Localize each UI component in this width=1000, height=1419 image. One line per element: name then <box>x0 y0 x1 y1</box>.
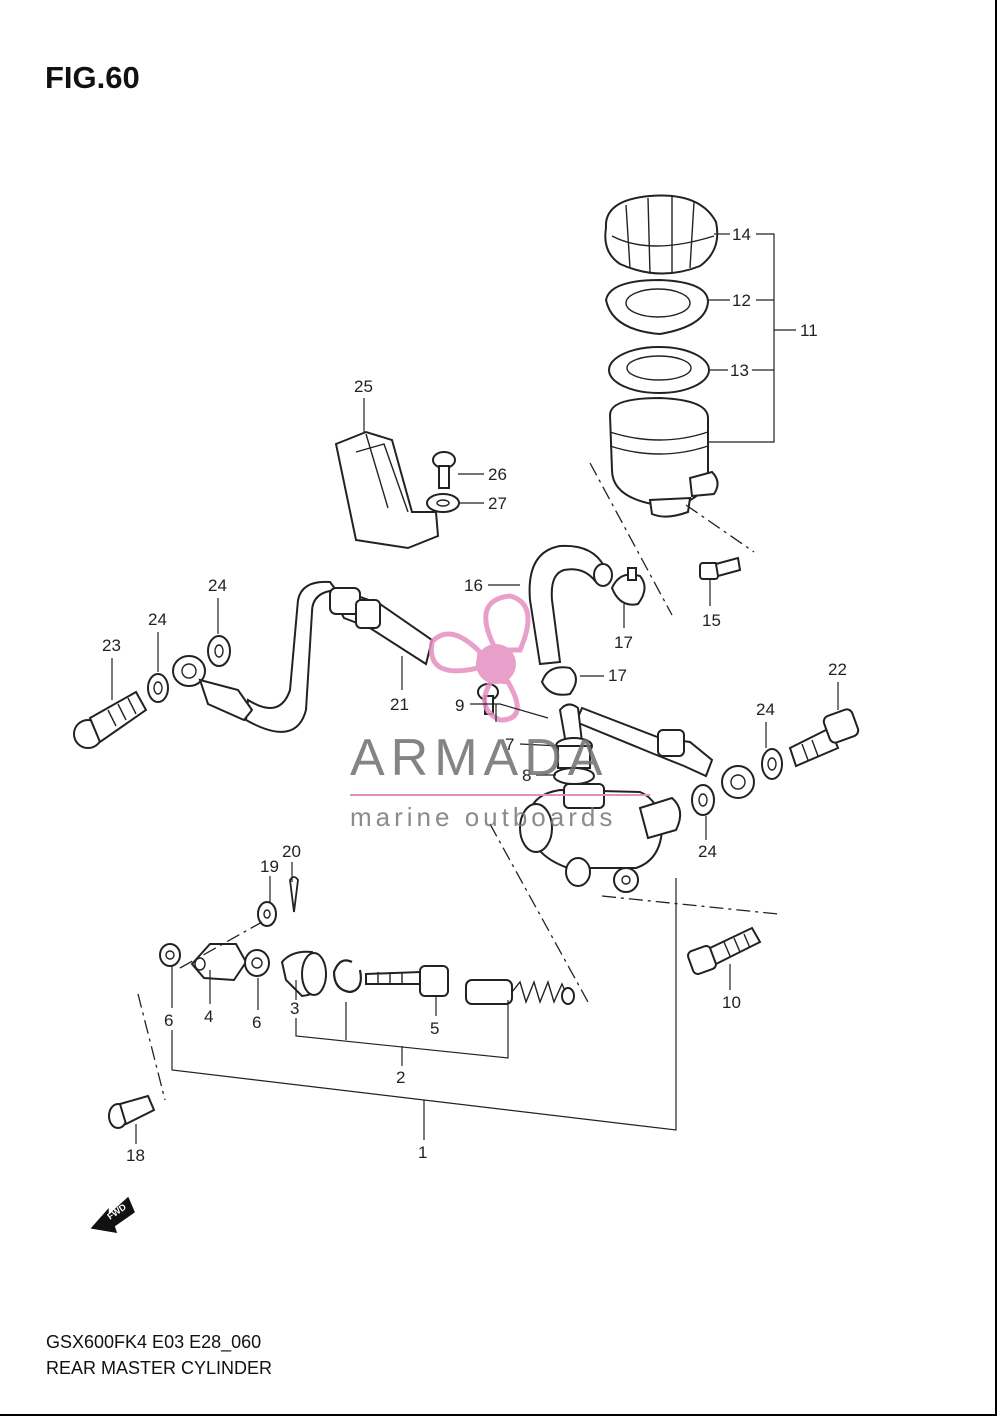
clevis-4 <box>190 943 248 982</box>
callout-11: 11 <box>800 321 818 340</box>
banjo-bolt-22 <box>788 708 860 768</box>
callout-1: 1 <box>418 1143 427 1162</box>
connector-7 <box>555 703 593 769</box>
banjo-fitting-left <box>172 655 254 722</box>
leader-lines <box>111 233 839 1144</box>
forward-direction-arrow: FWD <box>90 1196 135 1233</box>
screw-26 <box>432 451 456 489</box>
cotter-pin-20 <box>289 876 299 913</box>
watermark-tagline: marine outboards <box>350 802 617 832</box>
callout-23: 23 <box>102 636 121 655</box>
callout-14: 14 <box>732 225 751 244</box>
reservoir-diaphragm <box>608 346 710 394</box>
washer-24-left <box>147 673 169 703</box>
washer-24-right-lower <box>691 784 715 816</box>
hose-clamp-lower <box>540 666 577 696</box>
callout-25: 25 <box>354 377 373 396</box>
assembly-name: REAR MASTER CYLINDER <box>46 1358 273 1378</box>
push-rod-5 <box>365 965 449 997</box>
callout-3: 3 <box>290 999 299 1018</box>
reservoir-hose <box>528 544 613 666</box>
nut-6-right <box>244 949 270 977</box>
callout-24-left: 24 <box>148 610 167 629</box>
callout-15: 15 <box>702 611 721 630</box>
callout-17-upper: 17 <box>614 633 633 652</box>
callout-24-right-upper: 24 <box>756 700 775 719</box>
callout-18: 18 <box>126 1146 145 1165</box>
reservoir-bolt-15 <box>699 556 742 580</box>
reservoir-body <box>608 396 719 518</box>
model-code: GSX600FK4 E03 E28_060 <box>46 1332 262 1352</box>
callout-13: 13 <box>730 361 749 380</box>
callout-2: 2 <box>396 1068 405 1087</box>
master-cylinder-body <box>519 783 682 893</box>
callout-6-left: 6 <box>164 1011 173 1030</box>
nut-6-left <box>159 943 181 967</box>
boot-3 <box>280 950 328 998</box>
callout-10: 10 <box>722 993 741 1012</box>
figure-title: FIG.60 <box>45 60 140 95</box>
clevis-pin-18 <box>108 1094 156 1129</box>
piston-spring <box>465 979 575 1005</box>
callout-19: 19 <box>260 857 279 876</box>
washer-19 <box>257 901 277 927</box>
banjo-bolt-23 <box>73 690 148 749</box>
brake-hose-right-end <box>574 706 755 799</box>
callout-7: 7 <box>505 735 514 754</box>
washer-24-right-upper <box>761 748 783 780</box>
callout-12: 12 <box>732 291 751 310</box>
callout-labels: 14 12 13 11 15 26 27 25 16 17 17 21 24 2… <box>102 225 847 1165</box>
callout-21: 21 <box>390 695 409 714</box>
callout-22: 22 <box>828 660 847 679</box>
callout-24-right-lower: 24 <box>698 842 717 861</box>
callout-16: 16 <box>464 576 483 595</box>
bolt-10 <box>687 926 762 975</box>
callout-5: 5 <box>430 1019 439 1038</box>
callout-17-lower: 17 <box>608 666 627 685</box>
reservoir-diaphragm-plate <box>604 278 710 336</box>
callout-27: 27 <box>488 494 507 513</box>
callout-9: 9 <box>455 696 464 715</box>
bracket-25 <box>334 430 440 550</box>
callout-26: 26 <box>488 465 507 484</box>
watermark-rule <box>350 794 650 796</box>
circlip <box>332 959 362 994</box>
callout-4: 4 <box>204 1007 213 1026</box>
reservoir-cap <box>604 194 719 275</box>
hose-clamp-upper <box>610 567 646 606</box>
watermark-logo <box>428 593 531 723</box>
watermark-brand: ARMADA <box>350 729 609 787</box>
callout-6-right: 6 <box>252 1013 261 1032</box>
callout-24-top: 24 <box>208 576 227 595</box>
washer-27 <box>426 493 460 513</box>
washer-24-top <box>207 635 231 667</box>
callout-8: 8 <box>522 766 531 785</box>
callout-20: 20 <box>282 842 301 861</box>
